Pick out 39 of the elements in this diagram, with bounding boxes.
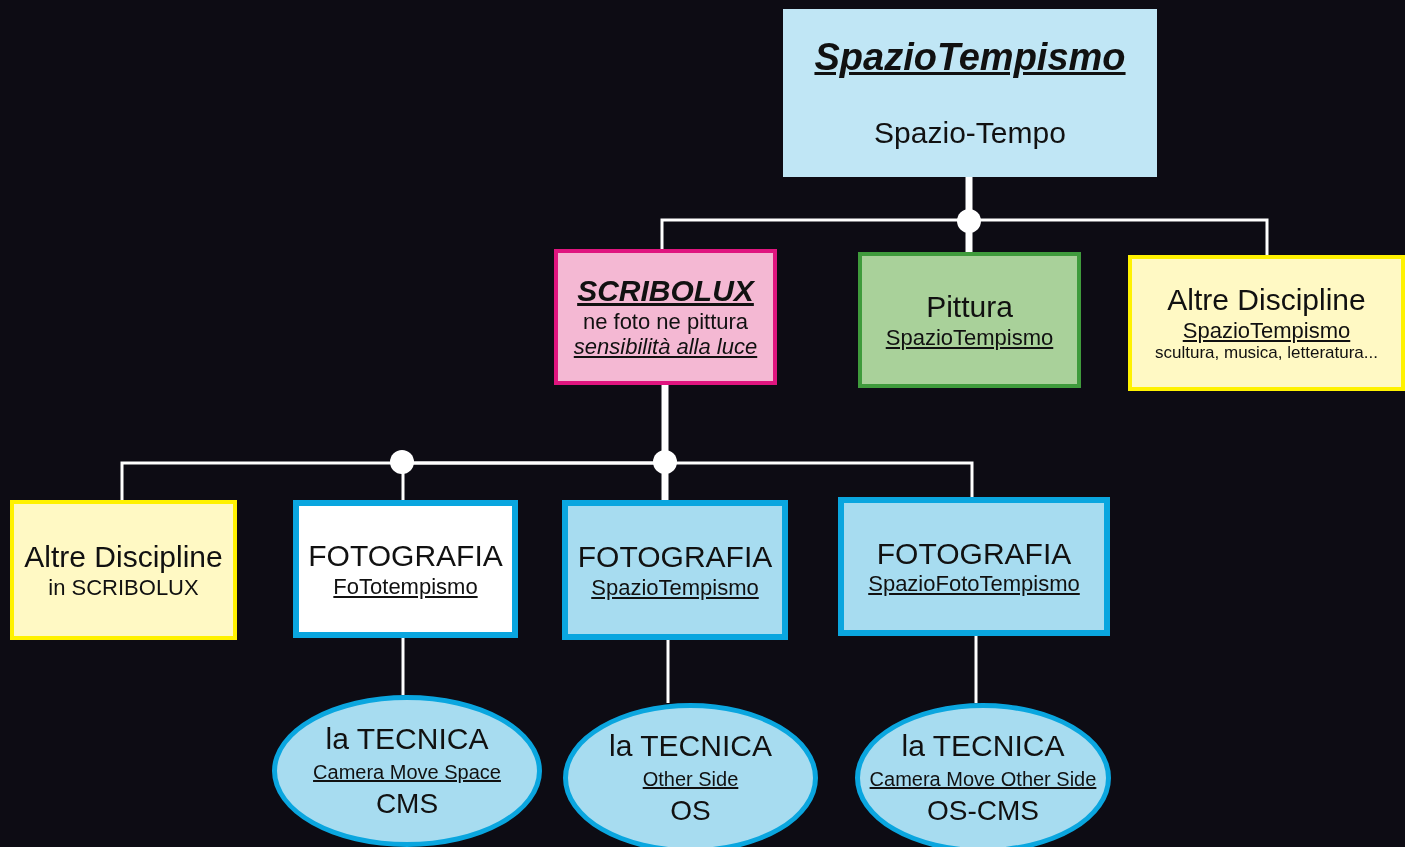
- node-text: SpazioFotoTempismo: [868, 571, 1080, 597]
- process-box: [293, 500, 518, 638]
- node-text: Camera Move Space: [313, 760, 501, 784]
- node-text: SpazioTempismo: [591, 574, 759, 600]
- connector-line: [965, 177, 973, 252]
- process-box: [838, 497, 1110, 636]
- node-text: Other Side: [642, 767, 739, 791]
- node-text: scultura, musica, letteratura...: [1155, 343, 1378, 363]
- node-text: OS: [670, 794, 711, 827]
- node-text: SpazioTempismo: [814, 35, 1126, 80]
- node-text: ne foto ne pittura: [582, 308, 749, 335]
- process-box: [10, 500, 237, 640]
- node-text: OS-CMS: [927, 794, 1039, 827]
- node-text: FOTOGRAFIA: [577, 540, 773, 575]
- process-box: [858, 252, 1081, 388]
- node-text: SCRIBOLUX: [577, 274, 754, 309]
- node-text: Spazio-Tempo: [874, 115, 1066, 151]
- node-text: SpazioTempismo: [1182, 317, 1351, 344]
- node-text: FOTOGRAFIA: [308, 539, 503, 574]
- node-text: la TECNICA: [609, 729, 772, 764]
- node-text: sensibilità alla luce: [573, 334, 758, 360]
- node-text: CMS: [375, 787, 439, 820]
- process-box: [554, 249, 777, 385]
- process-box: [1128, 255, 1405, 391]
- node-text: FOTOGRAFIA: [876, 536, 1072, 572]
- node-text: la TECNICA: [901, 729, 1065, 764]
- node-text: la TECNICA: [325, 722, 489, 757]
- connector-line: [401, 638, 405, 695]
- node-text: Altre Discipline: [1167, 283, 1366, 318]
- node-text: SpazioTempismo: [885, 324, 1054, 350]
- process-box: [562, 500, 788, 640]
- node-text: Pittura: [926, 290, 1013, 325]
- node-text: Altre Discipline: [24, 540, 223, 575]
- node-text: Camera Move Other Side: [869, 767, 1097, 791]
- connector-line: [666, 640, 670, 703]
- node-text: FoTotempismo: [333, 573, 478, 599]
- title-box: [783, 9, 1157, 177]
- node-text: in SCRIBOLUX: [48, 574, 199, 600]
- connector-line: [974, 636, 978, 703]
